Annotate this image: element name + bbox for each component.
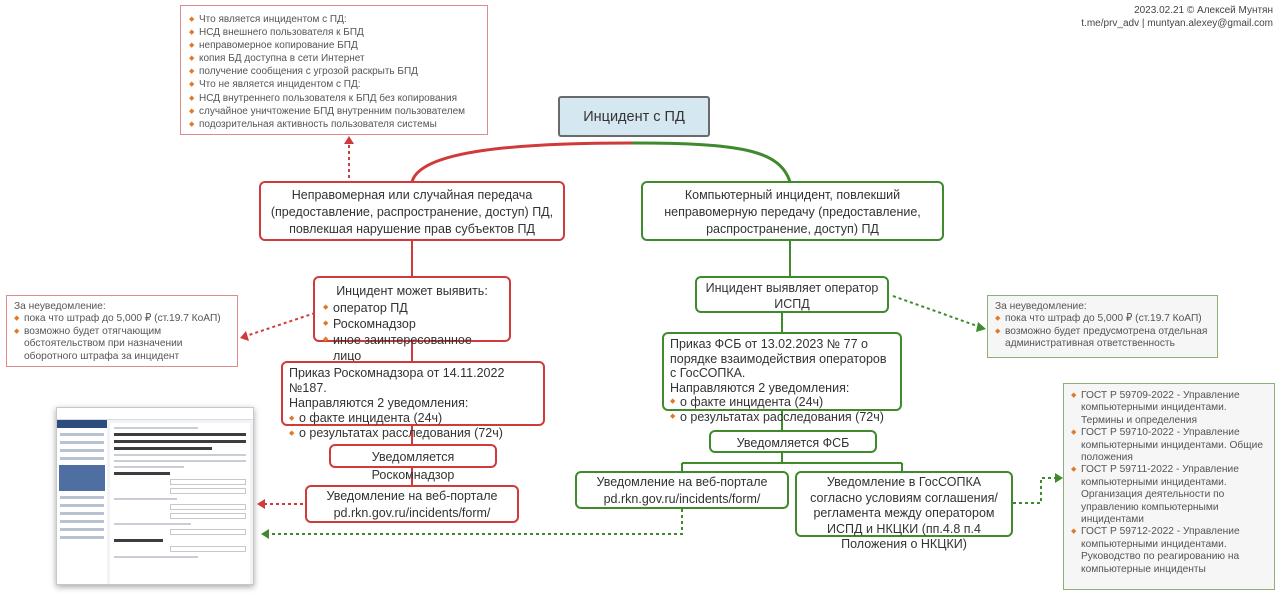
definition-item: получение сообщения с угрозой раскрыть Б… <box>189 65 479 78</box>
author-credit: 2023.02.21 © Алексей Мунтян t.me/prv_adv… <box>1081 4 1273 30</box>
definition-item: копия БД доступна в сети Интернет <box>189 52 479 65</box>
right-portal-node: Уведомление на веб-портале pd.rkn.gov.ru… <box>575 471 789 509</box>
right-detect-text: Инцидент выявляет оператор ИСПД <box>705 281 879 311</box>
definition-item: НСД внутреннего пользователя к БПД без к… <box>189 92 479 105</box>
right-order-line2: Направляются 2 уведомления: <box>670 380 850 395</box>
right-gossopka-text: Уведомление в ГосСОПКА согласно условиям… <box>810 475 998 551</box>
left-notify-text: Уведомляется Роскомнадзор <box>371 450 455 482</box>
left-branch-title-text: Неправомерная или случайная передача (пр… <box>270 188 554 236</box>
right-order-node: Приказ ФСБ от 13.02.2023 № 77 о порядке … <box>662 332 902 424</box>
right-detect-node: Инцидент выявляет оператор ИСПД <box>695 276 889 313</box>
gost-item: ГОСТ Р 59712-2022 - Управление компьютер… <box>1071 526 1267 576</box>
left-detect-node: Инцидент может выявить: оператор ПД Роск… <box>313 276 511 363</box>
gost-item: ГОСТ Р 59710-2022 - Управление компьютер… <box>1071 427 1267 464</box>
left-detect-heading: Инцидент может выявить: <box>336 284 488 298</box>
left-branch-title: Неправомерная или случайная передача (пр… <box>259 181 565 241</box>
right-order-item: о результатах расследования (72ч) <box>670 410 894 425</box>
incident-definition-note: Что является инцидентом с ПД: НСД внешне… <box>180 5 488 135</box>
left-order-item: о факте инцидента (24ч) <box>289 411 537 426</box>
right-portal-text: Уведомление на веб-портале pd.rkn.gov.ru… <box>596 475 768 506</box>
left-fine-item: возможно будет отягчающим обстоятельство… <box>14 326 230 363</box>
right-branch-title-text: Компьютерный инцидент, повлекший неправо… <box>664 188 921 236</box>
screenshot-header-bar <box>57 408 253 420</box>
right-branch-title: Компьютерный инцидент, повлекший неправо… <box>641 181 944 241</box>
screenshot-sidebar <box>57 420 107 584</box>
rkn-portal-screenshot <box>56 407 254 585</box>
definition-item: НСД внешнего пользователя к БПД <box>189 26 479 39</box>
left-detect-item: Роскомнадзор <box>323 316 501 332</box>
right-gossopka-node: Уведомление в ГосСОПКА согласно условиям… <box>795 471 1013 551</box>
definition-item: случайное уничтожение БПД внутренним пол… <box>189 105 479 118</box>
right-fine-item: пока что штраф до 5,000 ₽ (ст.19.7 КоАП) <box>995 313 1210 326</box>
left-notify-node: Уведомляется Роскомнадзор <box>329 444 497 482</box>
gost-standards-note: ГОСТ Р 59709-2022 - Управление компьютер… <box>1063 383 1275 590</box>
gost-item: ГОСТ Р 59711-2022 - Управление компьютер… <box>1071 464 1267 526</box>
left-fine-item: пока что штраф до 5,000 ₽ (ст.19.7 КоАП) <box>14 313 230 326</box>
right-notify-node: Уведомляется ФСБ <box>709 430 877 453</box>
right-order-item: о факте инцидента (24ч) <box>670 395 894 410</box>
definition-item: подозрительная активность пользователя с… <box>189 118 479 131</box>
author-credit-line1: 2023.02.21 © Алексей Мунтян <box>1134 5 1273 16</box>
left-fine-heading: За неуведомление: <box>14 301 106 312</box>
left-fine-note: За неуведомление: пока что штраф до 5,00… <box>6 295 238 367</box>
left-order-line1: Приказ Роскомнадзора от 14.11.2022 №187. <box>289 366 505 395</box>
left-detect-item: иное заинтересованное лицо <box>323 332 501 364</box>
left-detect-item: оператор ПД <box>323 300 501 316</box>
left-portal-text: Уведомление на веб-портале pd.rkn.gov.ru… <box>326 489 498 520</box>
root-node: Инцидент с ПД <box>558 96 710 137</box>
definition-item: неправомерное копирование БПД <box>189 39 479 52</box>
definition-heading-1: Что является инцидентом с ПД: <box>189 13 479 26</box>
right-fine-heading: За неуведомление: <box>995 301 1087 312</box>
left-order-item: о результатах расследования (72ч) <box>289 426 537 441</box>
gost-item: ГОСТ Р 59709-2022 - Управление компьютер… <box>1071 390 1267 427</box>
right-fine-item: возможно будет предусмотрена отдельная а… <box>995 326 1210 351</box>
left-order-line2: Направляются 2 уведомления: <box>289 396 469 410</box>
left-portal-node: Уведомление на веб-портале pd.rkn.gov.ru… <box>305 485 519 523</box>
definition-heading-2: Что не является инцидентом с ПД: <box>189 78 479 91</box>
author-credit-line2: t.me/prv_adv | muntyan.alexey@gmail.com <box>1081 18 1273 29</box>
root-label: Инцидент с ПД <box>583 108 685 125</box>
screenshot-form <box>110 423 250 584</box>
right-notify-text: Уведомляется ФСБ <box>736 436 850 450</box>
right-order-line1: Приказ ФСБ от 13.02.2023 № 77 о порядке … <box>670 337 887 381</box>
left-order-node: Приказ Роскомнадзора от 14.11.2022 №187.… <box>281 361 545 441</box>
right-fine-note: За неуведомление: пока что штраф до 5,00… <box>987 295 1218 358</box>
